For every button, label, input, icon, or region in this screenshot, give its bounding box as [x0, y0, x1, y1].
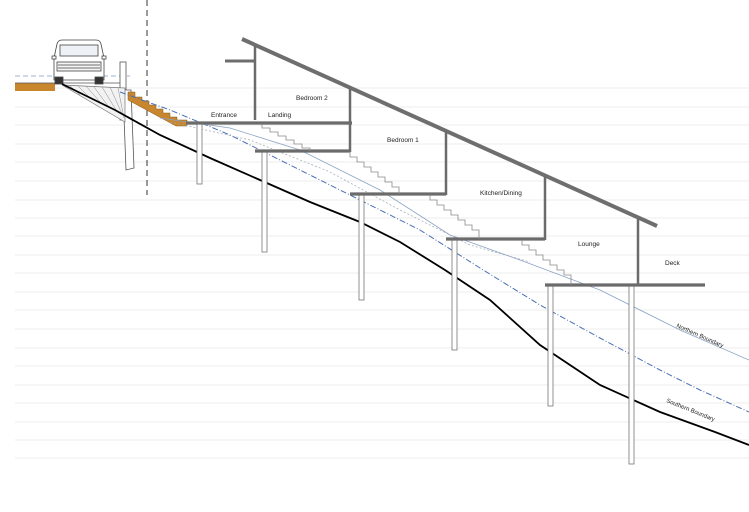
label-entrance: Entrance: [211, 112, 237, 119]
internal-stairs: [261, 124, 572, 285]
pile-entrance: [196, 123, 203, 185]
guide-lines: [15, 87, 749, 459]
contour-line-lower: [169, 121, 531, 263]
timber-stairs: [127, 91, 188, 127]
floors: [186, 121, 705, 287]
pile-bedroom1: [358, 194, 365, 301]
walls: [253, 46, 640, 284]
label-lounge: Lounge: [578, 241, 600, 248]
label-deck: Deck: [665, 260, 681, 267]
label-southern-boundary: Southern Boundary: [665, 398, 715, 423]
label-bedroom2: Bedroom 2: [296, 95, 328, 102]
hatched-bank: [61, 84, 126, 123]
pile-kitchen: [451, 239, 458, 351]
pile-deck: [628, 285, 635, 465]
southern-boundary-line: [61, 83, 749, 446]
contour-line-upper: [159, 117, 749, 361]
pile-lounge: [547, 285, 554, 407]
label-northern-boundary: Northern Boundary: [675, 323, 724, 349]
label-kitchen: Kitchen/Dining: [480, 190, 522, 197]
pile-landing: [261, 151, 268, 253]
piles: [196, 123, 635, 465]
label-landing: Landing: [268, 112, 292, 119]
northern-boundary-line: [119, 91, 749, 413]
van-icon: [51, 39, 107, 85]
roof: [241, 37, 658, 228]
label-bedroom1: Bedroom 1: [387, 137, 419, 144]
